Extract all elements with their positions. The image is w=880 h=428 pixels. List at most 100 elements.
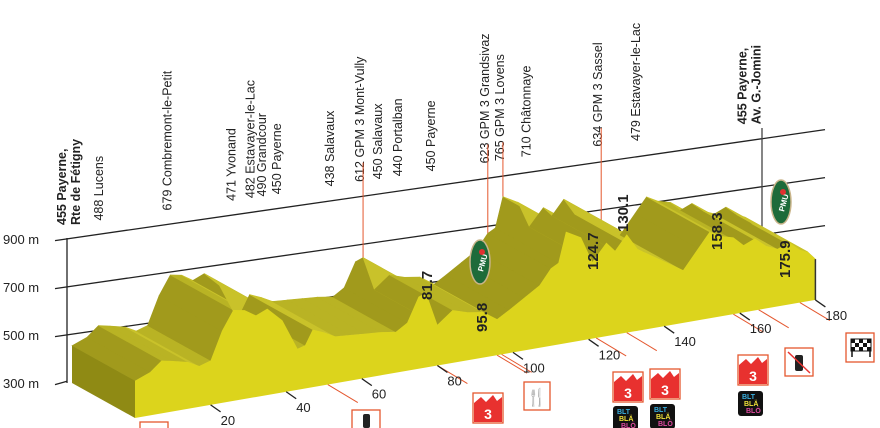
checkered-flag-icon	[863, 343, 867, 347]
sponsor-logo-text: BLÄ	[656, 413, 670, 421]
checkered-flag-icon	[867, 347, 871, 351]
point-marker-leader	[496, 354, 528, 374]
point-marker-leader	[595, 337, 627, 357]
x-tick-label: 20	[221, 413, 235, 428]
pmu-badge	[469, 239, 491, 285]
sponsor-logo	[613, 406, 638, 428]
sponsor-logo-text: BLÖ	[658, 419, 673, 428]
point-marker-leader	[327, 384, 359, 403]
place-label: 440 Portalban	[391, 98, 405, 176]
place-label: 450 Payerne	[270, 123, 284, 194]
x-tick-mark	[285, 391, 297, 400]
pmu-badge-text: PMU	[777, 193, 790, 213]
profile-left-face	[72, 345, 135, 418]
pmu-badge	[770, 179, 792, 225]
feed-zone-box	[523, 381, 551, 411]
grid-line	[54, 177, 826, 290]
place-label: 479 Estavayer-le-Lac	[629, 23, 643, 141]
sponsor-logo-text: BLÄ	[744, 400, 758, 408]
point-marker-leader	[501, 353, 532, 373]
km-marker-label: 81.7	[419, 271, 436, 300]
checkered-flag-icon	[859, 347, 863, 351]
place-label: 679 Combremont-le-Petit	[160, 70, 174, 210]
x-tick-label: 40	[296, 400, 310, 415]
sponsor-logo-text: BLT	[617, 409, 631, 416]
sponsor-logo	[738, 391, 763, 416]
y-tick-label: 300 m	[3, 376, 39, 391]
mountain-icon	[651, 371, 679, 398]
mountain-icon	[474, 395, 502, 422]
checkered-flag-icon	[850, 338, 872, 352]
elevation-profile	[71, 196, 817, 418]
grid-line	[54, 129, 826, 242]
x-tick-mark	[512, 351, 524, 360]
place-label: 488 Lucens	[92, 156, 106, 221]
x-tick-label: 80	[447, 374, 461, 389]
checkered-flag-icon	[867, 339, 871, 343]
rooster-icon	[479, 249, 485, 255]
place-label: 490 Grandcour	[255, 113, 269, 196]
x-tick-mark	[361, 378, 373, 387]
grid-line	[54, 380, 68, 386]
climb-category-label: 3	[749, 368, 757, 384]
y-tick-label: 500 m	[3, 328, 39, 343]
point-marker-leader	[799, 302, 831, 322]
point-marker-leader	[758, 309, 789, 329]
place-label: 612 GPM 3 Mont-Vully	[353, 56, 367, 182]
x-tick-mark	[437, 364, 448, 374]
km-marker-label: 95.8	[474, 303, 491, 332]
km-marker-label: 130.1	[615, 194, 632, 232]
y-tick-label: 900 m	[3, 232, 39, 247]
place-label: 450 Salavaux	[371, 103, 385, 180]
trophy-icon	[363, 414, 370, 428]
place-label: 482 Estavayer-le-Lac	[243, 80, 257, 198]
sponsor-logo-text: BLÖ	[746, 406, 761, 415]
place-label: 455 Payerne,	[55, 149, 69, 225]
point-marker-leader	[626, 332, 658, 352]
checkered-flag-icon	[859, 339, 863, 343]
place-label: 623 GPM 3 Grandsivaz	[478, 33, 492, 163]
place-label: Rte de Fétigny	[69, 139, 83, 225]
sponsor-logo-text: BLT	[742, 394, 756, 401]
profile-front-face	[135, 231, 816, 418]
sponsor-logo-text: BLT	[654, 407, 668, 414]
place-label: 634 GPM 3 Sassel	[591, 42, 605, 146]
place-label: 710 Châtonnaye	[519, 65, 533, 157]
x-tick-label: 160	[750, 321, 772, 336]
x-tick-mark	[663, 325, 675, 334]
checkered-flag-icon	[851, 347, 855, 351]
km-marker-label: 175.9	[777, 240, 794, 278]
strike-icon	[787, 351, 811, 374]
x-tick-mark	[210, 404, 221, 413]
fork-knife-icon: 🍴	[526, 387, 547, 408]
start-box	[139, 421, 169, 428]
x-tick-label: 100	[523, 360, 545, 375]
x-tick-label: 120	[599, 347, 621, 362]
climb-category-label: 3	[484, 406, 492, 422]
place-label: 765 GPM 3 Lovens	[493, 54, 507, 161]
climb-category-label: 3	[661, 382, 669, 398]
x-tick-label: 60	[372, 387, 386, 402]
sponsor-logo	[650, 404, 675, 428]
place-label: 471 Yvonand	[225, 128, 239, 201]
checkered-flag-icon	[855, 343, 859, 347]
x-tick-label: 140	[674, 334, 696, 349]
climb-category-label: 3	[624, 385, 632, 401]
checkered-flag-icon	[851, 339, 855, 343]
place-label: 438 Salavaux	[323, 110, 337, 187]
x-tick-label: 180	[825, 308, 847, 323]
km-marker-label: 124.7	[585, 232, 602, 270]
x-tick-mark	[588, 338, 599, 347]
x-tick-mark	[815, 299, 826, 308]
place-label: 455 Payerne,	[735, 48, 749, 124]
mountain-icon	[739, 357, 767, 384]
sponsor-logo-text: BLÄ	[619, 415, 633, 423]
mountain-icon	[614, 374, 642, 401]
point-marker-leader	[733, 313, 764, 333]
x-axis-ticks: 20 40 60 80 100 120 140 160 180	[210, 299, 847, 428]
